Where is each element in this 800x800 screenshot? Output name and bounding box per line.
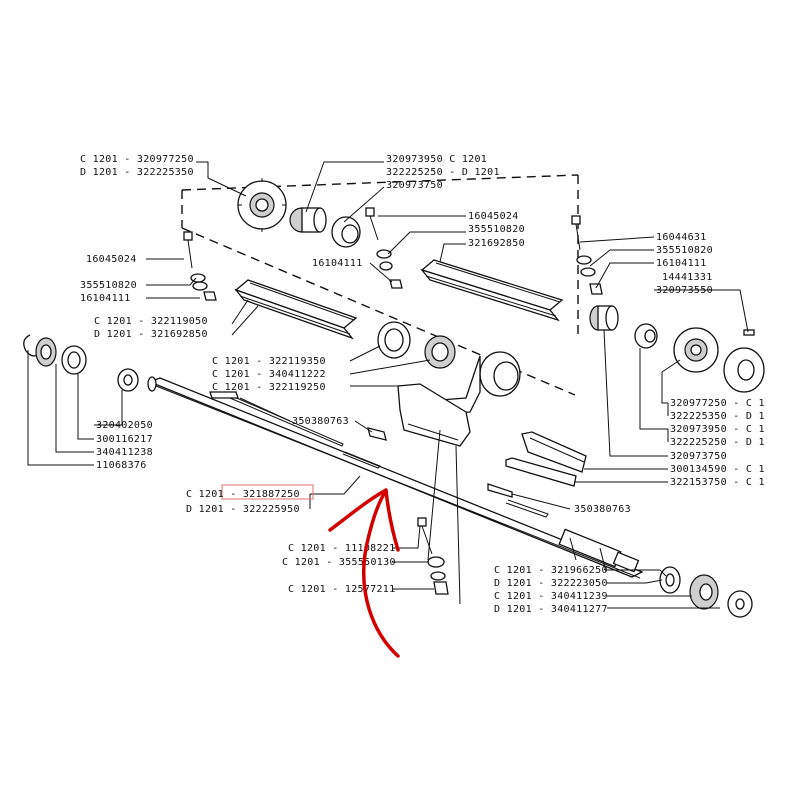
right-end-parts bbox=[659, 566, 753, 618]
label-left-bearing-4: 11068376 bbox=[96, 460, 147, 471]
label-right-upper-4: 14441331 bbox=[662, 272, 713, 283]
label-plate-left-d: D 1201 - 321692850 bbox=[94, 329, 208, 340]
label-right-upper-1: 16044631 bbox=[656, 232, 707, 243]
label-right-end-3: C 1201 - 340411239 bbox=[494, 591, 608, 602]
label-right-list-5: 320973750 bbox=[670, 451, 727, 462]
left-fasteners bbox=[183, 231, 217, 301]
label-bearing-2: C 1201 - 340411222 bbox=[212, 369, 326, 380]
label-bushing-top-1: 320973950 C 1201 bbox=[386, 154, 487, 165]
main-shaft bbox=[147, 376, 644, 579]
label-sprocket-left-d: D 1201 - 322225350 bbox=[80, 167, 194, 178]
label-sprocket-left-c: C 1201 - 320977250 bbox=[80, 154, 194, 165]
label-plate-321692850-top: 321692850 bbox=[468, 238, 525, 249]
bushing-top bbox=[289, 207, 361, 248]
label-shaft-c: C 1201 - 321887250 bbox=[186, 489, 300, 500]
label-shaft-d: D 1201 - 322225950 bbox=[186, 504, 300, 515]
label-bottom-bolt-2: C 1201 - 355550130 bbox=[282, 557, 396, 568]
label-left-bearing-1: 320402050 bbox=[96, 420, 153, 431]
label-right-list-1: 320977250 - C 1 bbox=[670, 398, 765, 409]
label-nut-left: 16104111 bbox=[80, 293, 131, 304]
label-bearing-1: C 1201 - 322119350 bbox=[212, 356, 326, 367]
bottom-fasteners bbox=[417, 517, 449, 595]
label-washer-left: 355510820 bbox=[80, 280, 137, 291]
red-annotation-arrow bbox=[328, 488, 400, 658]
label-bottom-bolt-3: C 1201 - 12577211 bbox=[288, 584, 395, 595]
label-right-end-2: D 1201 - 322223050 bbox=[494, 578, 608, 589]
key-bottom bbox=[487, 483, 513, 498]
key-top bbox=[209, 391, 239, 399]
top-mid-fasteners bbox=[365, 207, 403, 289]
sprocket-left bbox=[237, 178, 287, 232]
label-right-list-2: 322225350 - D 1 bbox=[670, 411, 765, 422]
plate-right bbox=[420, 259, 564, 322]
right-sprocket-group bbox=[589, 305, 765, 393]
label-right-end-4: D 1201 - 340411277 bbox=[494, 604, 608, 615]
label-bushing-top-3: 320973750 bbox=[386, 180, 443, 191]
label-right-upper-2: 355510820 bbox=[656, 245, 713, 256]
label-bushing-top-2: 322225250 - D 1201 bbox=[386, 167, 500, 178]
key-mid bbox=[367, 427, 387, 441]
label-right-list-4: 322225250 - D 1 bbox=[670, 437, 765, 448]
label-plate-left-c: C 1201 - 322119050 bbox=[94, 316, 208, 327]
label-right-list-7: 322153750 - C 1 bbox=[670, 477, 765, 488]
callout-labels: C 1201 - 320977250 D 1201 - 322225350 32… bbox=[80, 154, 765, 615]
plate-322153750 bbox=[505, 457, 577, 487]
label-right-end-1: C 1201 - 321966250 bbox=[494, 565, 608, 576]
label-left-bearing-2: 300116217 bbox=[96, 434, 153, 445]
label-washer-355510820-top: 355510820 bbox=[468, 224, 525, 235]
label-left-bearing-3: 340411238 bbox=[96, 447, 153, 458]
shaft-label-highlight bbox=[221, 484, 314, 500]
right-upper-fasteners bbox=[571, 215, 603, 295]
label-bottom-bolt-1: C 1201 - 11108221 bbox=[288, 543, 395, 554]
label-key-top: 350380763 bbox=[292, 416, 349, 427]
leader-lines bbox=[27, 161, 749, 609]
plate-left bbox=[234, 279, 358, 340]
label-bolt-16045024-top: 16045024 bbox=[468, 211, 519, 222]
label-right-upper-5: 320973550 bbox=[656, 285, 713, 296]
label-nut-mid: 16104111 bbox=[312, 258, 363, 269]
label-right-upper-3: 16104111 bbox=[656, 258, 707, 269]
label-bearing-3: C 1201 - 322119250 bbox=[212, 382, 326, 393]
label-right-list-3: 320973950 - C 1 bbox=[670, 424, 765, 435]
plate-300134590 bbox=[521, 431, 587, 473]
center-bearing-group bbox=[377, 321, 521, 447]
left-bearing-group bbox=[23, 334, 139, 392]
label-bolt-left: 16045024 bbox=[86, 254, 137, 265]
label-key-bottom: 350380763 bbox=[574, 504, 631, 515]
label-right-list-6: 300134590 - C 1 bbox=[670, 464, 765, 475]
